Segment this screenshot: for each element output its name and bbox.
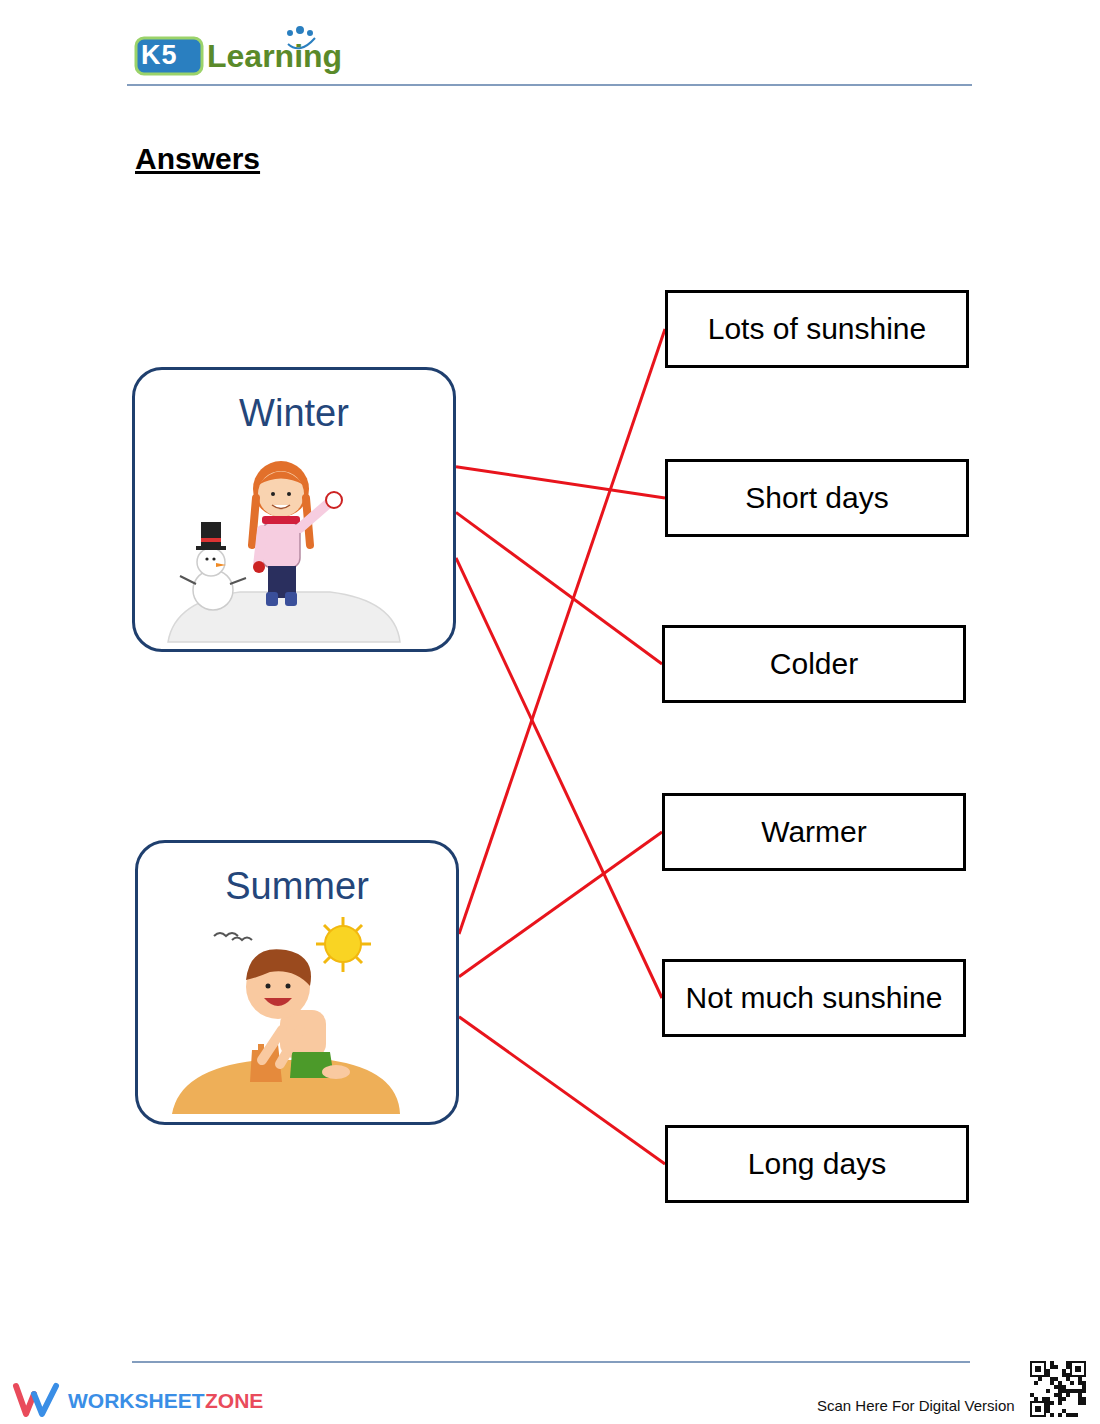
page-title: Answers — [135, 142, 260, 176]
match-line — [459, 329, 665, 934]
season-name: Winter — [135, 392, 453, 435]
logo-k5: K5 — [141, 40, 178, 71]
brand-worksheet: WORKSHEET — [68, 1389, 205, 1413]
answer-text: Warmer — [761, 815, 867, 849]
answer-box: Not much sunshine — [662, 959, 966, 1037]
answer-text: Not much sunshine — [686, 981, 943, 1015]
brand-zone: ZONE — [205, 1389, 263, 1413]
worksheetzone-icon — [16, 1386, 56, 1414]
answer-text: Long days — [748, 1147, 886, 1181]
answer-text: Lots of sunshine — [708, 312, 926, 346]
answer-box: Colder — [662, 625, 966, 703]
header-rule — [127, 84, 972, 86]
season-box: Winter — [132, 367, 456, 652]
answer-box: Long days — [665, 1125, 969, 1203]
logo-badge — [136, 38, 202, 74]
season-box: Summer — [135, 840, 459, 1125]
qr-caption: Scan Here For Digital Version — [817, 1397, 1015, 1414]
answer-box: Warmer — [662, 793, 966, 871]
match-line — [456, 467, 665, 498]
qr-code — [1030, 1361, 1086, 1417]
answer-box: Short days — [665, 459, 969, 537]
answer-text: Colder — [770, 647, 858, 681]
summer-illustration — [172, 917, 400, 1114]
match-line — [456, 558, 662, 998]
footer-rule — [132, 1361, 970, 1363]
match-line — [459, 832, 662, 977]
answer-box: Lots of sunshine — [665, 290, 969, 368]
answer-text: Short days — [745, 481, 888, 515]
match-line — [459, 1017, 665, 1164]
winter-illustration — [168, 461, 400, 642]
season-name: Summer — [138, 865, 456, 908]
logo-learning: Learning — [207, 38, 342, 75]
